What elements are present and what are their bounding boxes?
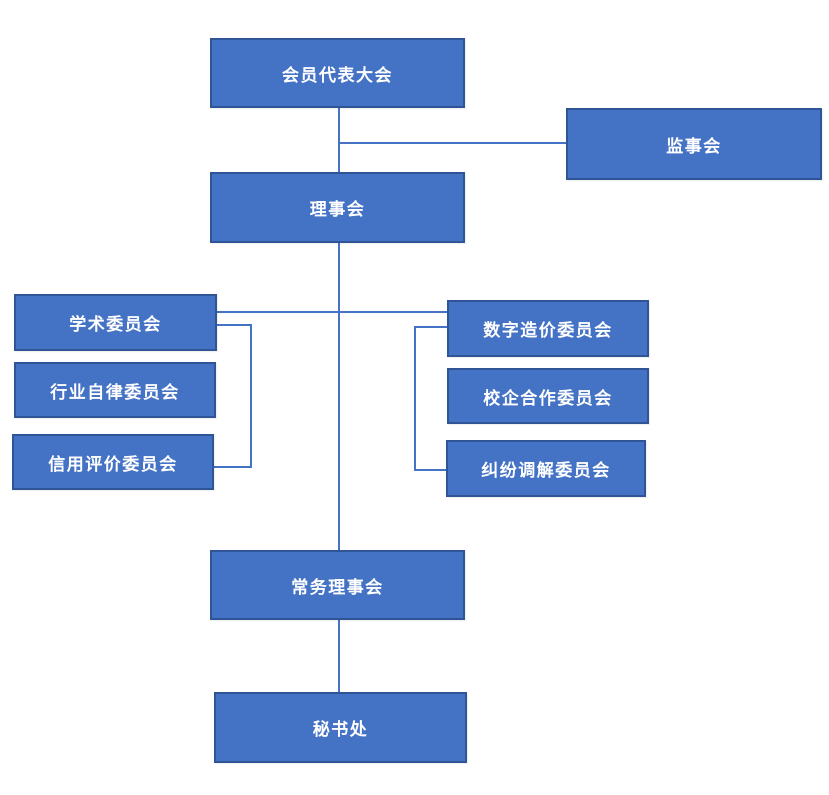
- node-digital-cost-committee-label: 数字造价委员会: [483, 321, 613, 340]
- connector-left-bracket-bottom: [214, 466, 252, 468]
- connector-standing-secretariat: [338, 620, 340, 692]
- connector-right-bracket-top: [414, 326, 447, 328]
- node-credit-evaluation-committee-label: 信用评价委员会: [48, 454, 178, 474]
- node-standing-council: 常务理事会: [210, 550, 465, 620]
- node-supervisory-board: 监事会: [566, 108, 822, 180]
- node-member-assembly: 会员代表大会: [210, 38, 465, 108]
- connector-assembly-council: [338, 108, 340, 172]
- node-credit-evaluation-committee: 信用评价委员会: [12, 434, 214, 490]
- node-secretariat-label: 秘书处: [312, 720, 369, 739]
- connector-committees-cross-line: [217, 311, 447, 313]
- connector-to-supervisory-board: [339, 142, 566, 144]
- node-industry-self-discipline-committee: 行业自律委员会: [14, 362, 216, 418]
- node-academic-committee: 学术委员会: [14, 294, 217, 351]
- connector-right-bracket-vertical: [414, 326, 416, 471]
- node-member-assembly-label: 会员代表大会: [282, 65, 393, 85]
- node-council: 理事会: [210, 172, 465, 243]
- node-dispute-mediation-committee: 纠纷调解委员会: [446, 440, 646, 497]
- node-supervisory-board-label: 监事会: [666, 136, 722, 156]
- node-school-enterprise-cooperation-committee: 校企合作委员会: [447, 368, 649, 424]
- connector-left-bracket-vertical: [250, 324, 252, 468]
- node-secretariat: 秘书处: [214, 692, 467, 763]
- node-council-label: 理事会: [309, 200, 366, 219]
- connector-council-standing-council: [338, 243, 340, 550]
- connector-right-bracket-bottom: [414, 469, 446, 471]
- node-school-enterprise-cooperation-committee-label: 校企合作委员会: [483, 388, 613, 408]
- node-industry-self-discipline-committee-label: 行业自律委员会: [50, 382, 180, 402]
- node-standing-council-label: 常务理事会: [291, 577, 384, 597]
- node-digital-cost-committee: 数字造价委员会: [447, 300, 649, 357]
- node-academic-committee-label: 学术委员会: [69, 315, 162, 334]
- node-dispute-mediation-committee-label: 纠纷调解委员会: [481, 461, 611, 480]
- connector-left-bracket-top: [217, 324, 252, 326]
